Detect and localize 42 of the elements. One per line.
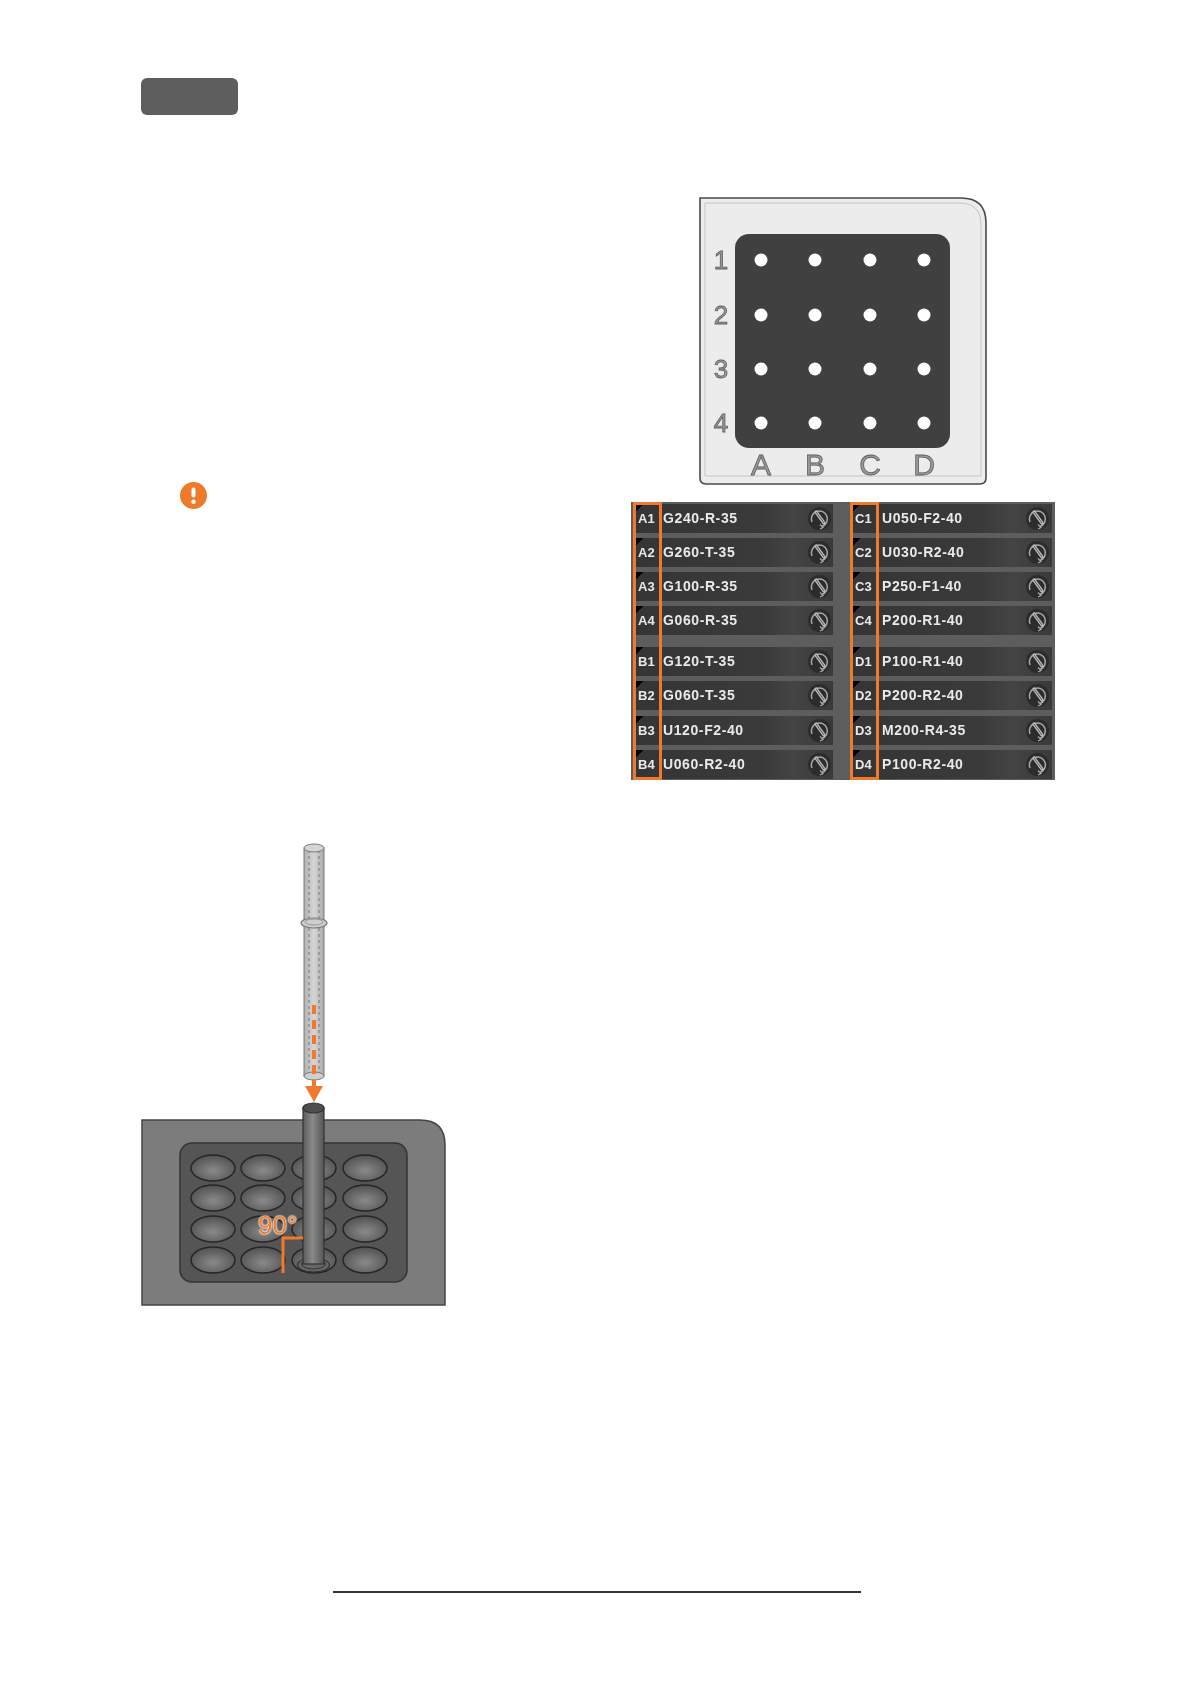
slot-position: A4 [638, 612, 655, 630]
angle-label: 90° [258, 1212, 298, 1238]
block-code: U050-F2-40 [882, 509, 963, 528]
block-code: G100-R-35 [663, 577, 738, 596]
slot-position: D3 [855, 722, 872, 740]
slot-position: B2 [638, 687, 655, 705]
block-code: P100-R1-40 [882, 652, 964, 671]
column-letter: A [751, 450, 771, 480]
slot-position: A1 [638, 510, 655, 528]
slot-position: A3 [638, 578, 655, 596]
slot-position: C4 [855, 612, 872, 630]
column-letter: D [913, 450, 935, 480]
slot-position: B3 [638, 722, 655, 740]
block-code: P200-R1-40 [882, 611, 964, 630]
slot-position: C1 [855, 510, 872, 528]
block-code: G120-T-35 [663, 652, 736, 671]
block-code: P200-R2-40 [882, 686, 964, 705]
row-number: 2 [713, 302, 729, 328]
column-letter: C [859, 450, 881, 480]
slot-position: D1 [855, 653, 872, 671]
block-code: G060-T-35 [663, 686, 736, 705]
block-code: M200-R4-35 [882, 721, 966, 740]
row-number: 1 [713, 247, 729, 273]
slot-position: C3 [855, 578, 872, 596]
slot-position: A2 [638, 544, 655, 562]
section-tab [141, 78, 238, 115]
row-number: 3 [713, 356, 729, 382]
slot-position: C2 [855, 544, 872, 562]
column-letter: B [805, 450, 825, 480]
block-code: G260-T-35 [663, 543, 736, 562]
block-code: U120-F2-40 [663, 721, 744, 740]
block-code: U060-R2-40 [663, 755, 746, 774]
block-code: P100-R2-40 [882, 755, 964, 774]
block-code: G060-R-35 [663, 611, 738, 630]
slot-position: B4 [638, 756, 655, 774]
slot-position: D4 [855, 756, 872, 774]
block-code: G240-R-35 [663, 509, 738, 528]
block-code: P250-F1-40 [882, 577, 962, 596]
block-code: U030-R2-40 [882, 543, 965, 562]
slot-position: D2 [855, 687, 872, 705]
slot-position: B1 [638, 653, 655, 671]
row-number: 4 [713, 410, 729, 436]
